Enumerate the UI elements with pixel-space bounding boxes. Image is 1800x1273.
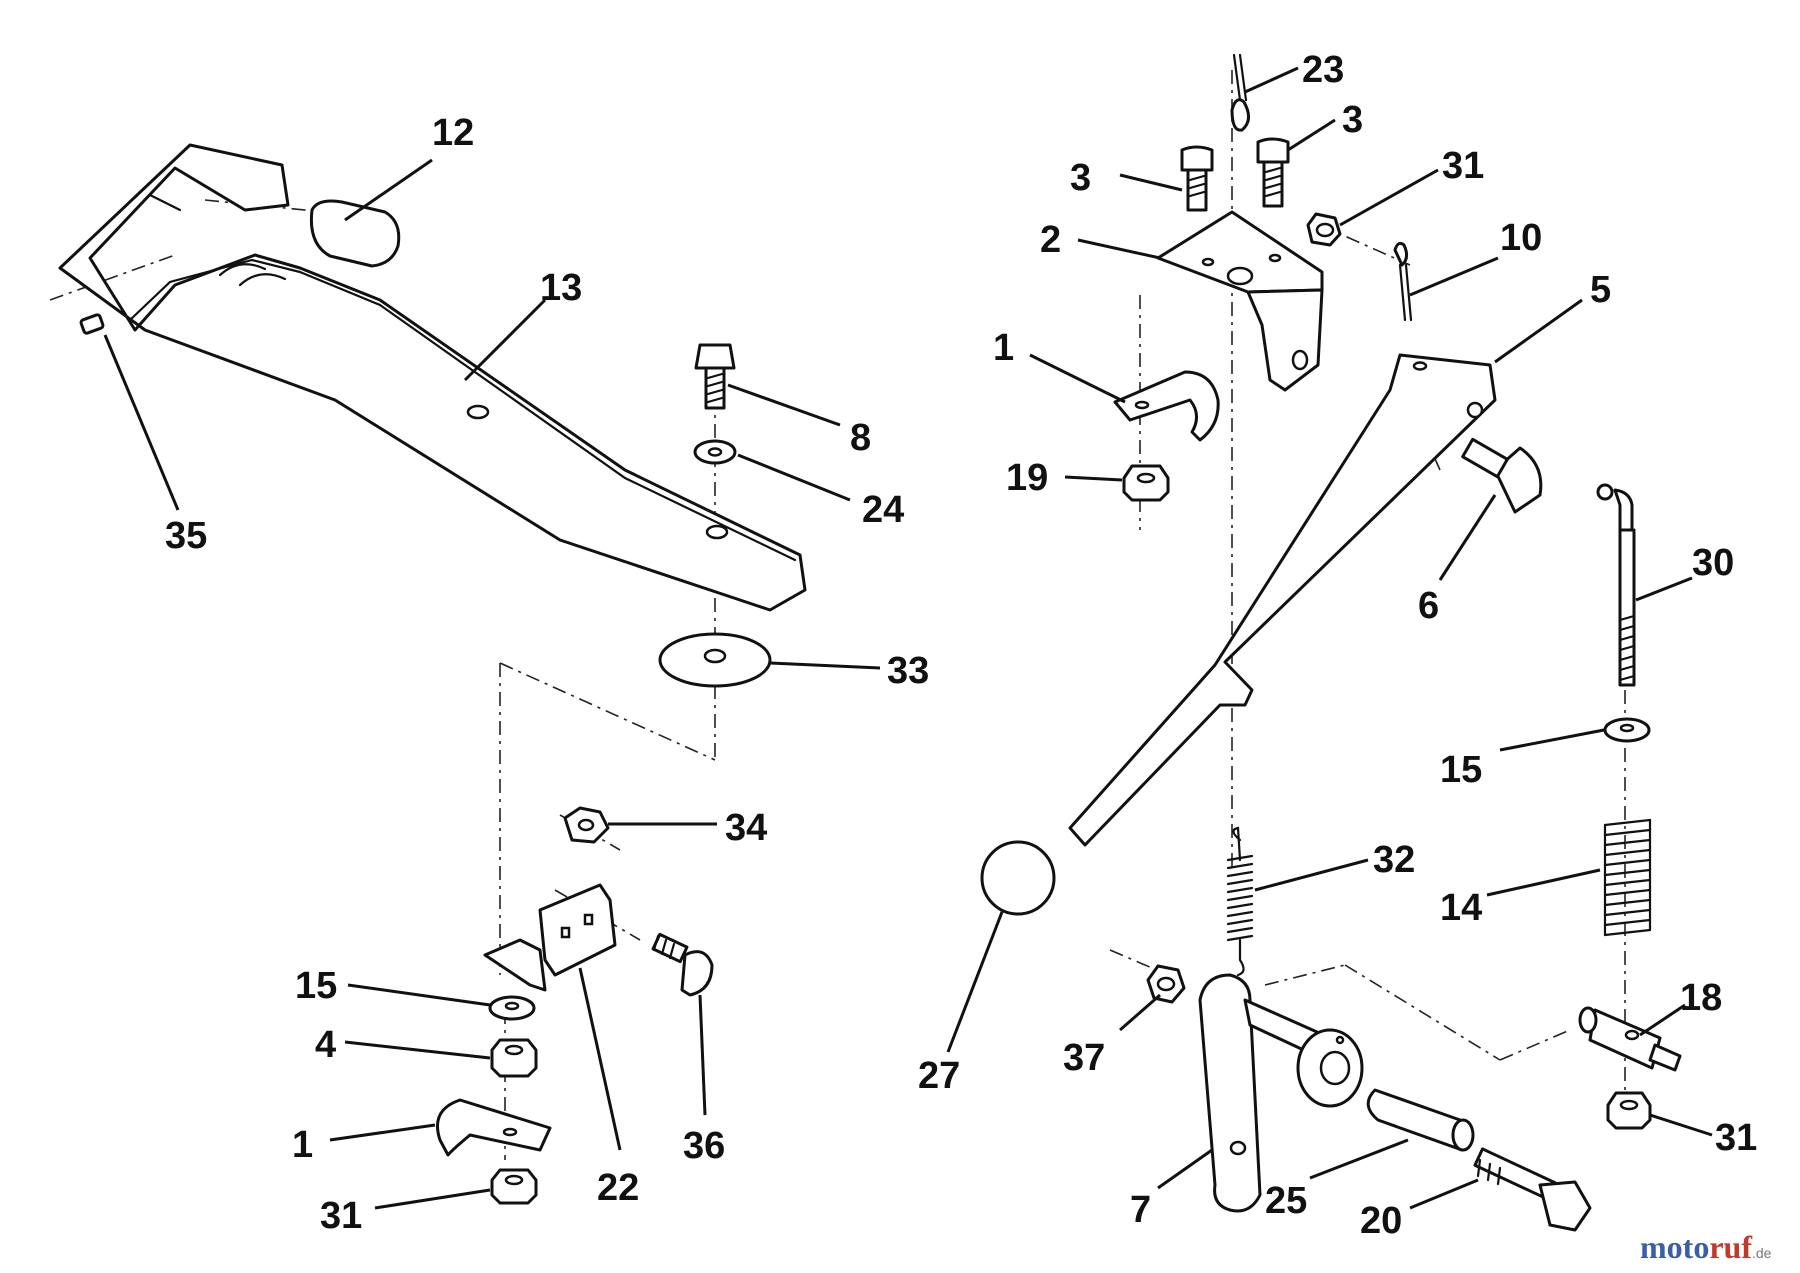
callout-24: 24 <box>862 489 904 531</box>
washer-33 <box>658 632 772 688</box>
eye-bolt-30 <box>1596 483 1636 687</box>
callout-22: 22 <box>597 1167 639 1209</box>
callout-6: 6 <box>1418 585 1439 627</box>
callout-31-left: 31 <box>320 1195 362 1237</box>
grip-12 <box>309 199 401 268</box>
pivot-plate-7 <box>1198 973 1364 1213</box>
callout-19: 19 <box>1006 457 1048 499</box>
nut-19 <box>1122 464 1170 502</box>
bolt-8 <box>694 343 736 410</box>
watermark-prefix: moto <box>1640 1229 1709 1265</box>
callout-20: 20 <box>1360 1200 1402 1242</box>
motoruf-watermark: motoruf.de <box>1640 1229 1772 1265</box>
pin-35 <box>79 313 105 335</box>
bolt-3-right <box>1256 137 1290 208</box>
spring-32 <box>1226 826 1254 977</box>
clip-1-left <box>436 1098 552 1157</box>
washer-15-right <box>1603 717 1651 743</box>
callout-5: 5 <box>1590 269 1611 311</box>
bolt-20 <box>1473 1147 1592 1232</box>
callout-34: 34 <box>725 807 767 849</box>
nut-31-left <box>490 1168 538 1205</box>
callout-10: 10 <box>1500 217 1542 259</box>
assembly-lines <box>49 70 1626 1160</box>
nut-31-right <box>1606 1091 1652 1130</box>
bolt-6 <box>1461 437 1543 514</box>
nut-34 <box>563 806 610 844</box>
washer-15-left <box>488 995 536 1021</box>
callout-37: 37 <box>1063 1037 1105 1079</box>
callout-3-right: 3 <box>1342 99 1363 141</box>
carriage-bolt-36 <box>651 932 714 997</box>
knob-27 <box>980 840 1056 916</box>
bracket-22 <box>483 883 617 992</box>
callout-35: 35 <box>165 515 207 557</box>
callout-25: 25 <box>1265 1180 1307 1222</box>
trunnion-18 <box>1578 1006 1682 1072</box>
watermark-tld: .de <box>1752 1245 1772 1261</box>
washer-24 <box>693 439 737 465</box>
clip-1-right <box>1113 370 1220 442</box>
callout-labels: 12 13 35 8 24 33 34 15 4 1 31 22 36 23 3… <box>165 49 1757 1242</box>
spring-14 <box>1603 818 1652 937</box>
callout-14: 14 <box>1440 887 1482 929</box>
lever-5 <box>1068 353 1497 847</box>
bracket-2 <box>1156 210 1324 392</box>
callout-1-left: 1 <box>292 1124 313 1166</box>
cotter-pin-23 <box>1230 53 1250 132</box>
callout-7: 7 <box>1130 1189 1151 1231</box>
leader-lines <box>103 66 1713 1210</box>
callout-15-left: 15 <box>295 965 337 1007</box>
callout-30: 30 <box>1692 542 1734 584</box>
bushing-25 <box>1366 1088 1475 1152</box>
callout-27: 27 <box>918 1055 960 1097</box>
callout-12: 12 <box>432 112 474 154</box>
callout-32: 32 <box>1373 839 1415 881</box>
callout-18: 18 <box>1680 977 1722 1019</box>
callout-31-right: 31 <box>1715 1117 1757 1159</box>
callout-31-top: 31 <box>1442 145 1484 187</box>
callout-1-right: 1 <box>993 327 1014 369</box>
callout-15-right: 15 <box>1440 749 1482 791</box>
watermark-suffix: ruf <box>1709 1229 1752 1265</box>
nut-4 <box>490 1038 538 1078</box>
callout-36: 36 <box>683 1125 725 1167</box>
bolt-3-left <box>1180 145 1214 212</box>
nut-31-top <box>1306 212 1342 247</box>
callout-2: 2 <box>1040 219 1061 261</box>
callout-33: 33 <box>887 650 929 692</box>
cotter-pin-10 <box>1393 241 1413 322</box>
callout-4: 4 <box>315 1024 336 1066</box>
callout-3-left: 3 <box>1070 157 1091 199</box>
callout-23: 23 <box>1302 49 1344 91</box>
nut-37 <box>1146 964 1186 1004</box>
callout-8: 8 <box>850 417 871 459</box>
lift-lever-blade <box>58 143 807 612</box>
callout-13: 13 <box>540 267 582 309</box>
watermark-text: motoruf.de <box>1640 1229 1772 1265</box>
